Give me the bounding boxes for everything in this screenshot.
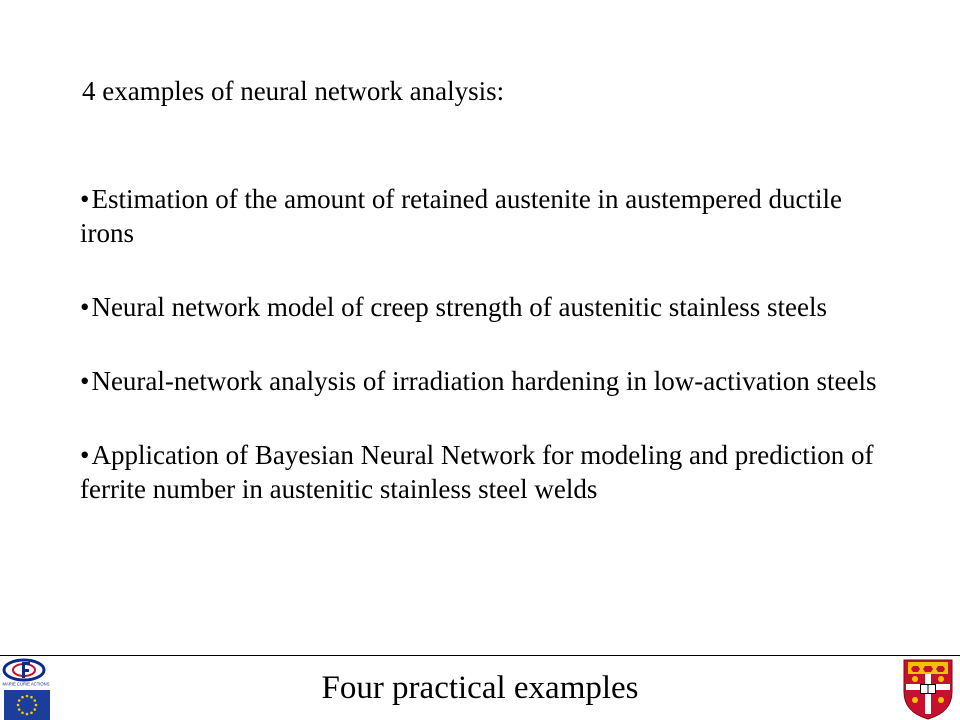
marie-curie-logo-icon: MARIE CURIE ACTIONS bbox=[2, 658, 50, 687]
bullet-item: •Neural network model of creep strength … bbox=[80, 290, 900, 324]
bullet-text: Estimation of the amount of retained aus… bbox=[80, 184, 842, 248]
cambridge-crest-icon bbox=[903, 659, 953, 720]
footer-divider bbox=[0, 655, 960, 656]
bullet-mark: • bbox=[80, 292, 90, 322]
bullet-item: •Application of Bayesian Neural Network … bbox=[80, 438, 900, 506]
bullet-text: Neural-network analysis of irradiation h… bbox=[91, 366, 877, 396]
eu-star-icon bbox=[30, 711, 33, 715]
eu-star-icon bbox=[25, 712, 29, 716]
eu-star-icon bbox=[21, 695, 24, 699]
eu-star-icon bbox=[30, 695, 33, 699]
eu-star-icon bbox=[34, 703, 38, 707]
bullet-item: •Estimation of the amount of retained au… bbox=[80, 182, 900, 250]
intro-text: 4 examples of neural network analysis: bbox=[82, 76, 505, 106]
eu-star-icon bbox=[21, 711, 24, 715]
bullet-item: •Neural-network analysis of irradiation … bbox=[80, 364, 900, 398]
eu-star-icon bbox=[33, 708, 37, 711]
bullet-mark: • bbox=[80, 184, 90, 214]
slide-title: Four practical examples bbox=[321, 670, 639, 706]
bullet-mark: • bbox=[80, 366, 90, 396]
bullet-text: Neural network model of creep strength o… bbox=[91, 292, 827, 322]
bullet-mark: • bbox=[80, 440, 90, 470]
eu-star-icon bbox=[25, 694, 29, 698]
bullet-text: Application of Bayesian Neural Network f… bbox=[80, 440, 874, 504]
eu-flag-icon bbox=[4, 690, 50, 720]
eu-star-icon bbox=[17, 708, 21, 711]
bullet-list: •Estimation of the amount of retained au… bbox=[80, 182, 900, 506]
marie-curie-text: MARIE CURIE ACTIONS bbox=[3, 682, 50, 687]
eu-star-icon bbox=[16, 703, 20, 707]
eu-star-icon bbox=[33, 699, 37, 702]
eu-star-icon bbox=[17, 699, 21, 702]
